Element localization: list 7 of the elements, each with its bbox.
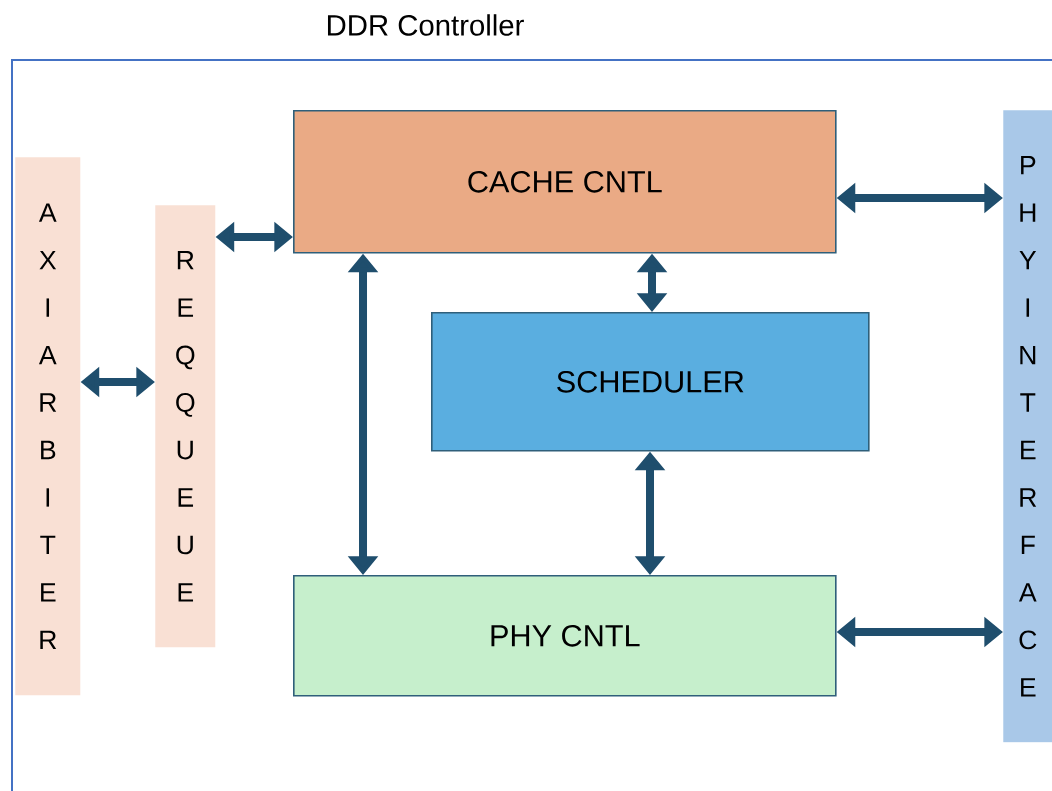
vertical-band: A X I A R B I T E R bbox=[15, 157, 81, 696]
vertical-band: P H Y I N T E R F A C E bbox=[1003, 110, 1052, 743]
block-box: SCHEDULER bbox=[431, 312, 870, 452]
block-box: CACHE CNTL bbox=[293, 110, 837, 254]
frame-title: DDR Controller bbox=[328, 14, 524, 36]
block-box: PHY CNTL bbox=[293, 575, 837, 697]
vertical-band: R E Q Q U E U E bbox=[155, 205, 216, 648]
